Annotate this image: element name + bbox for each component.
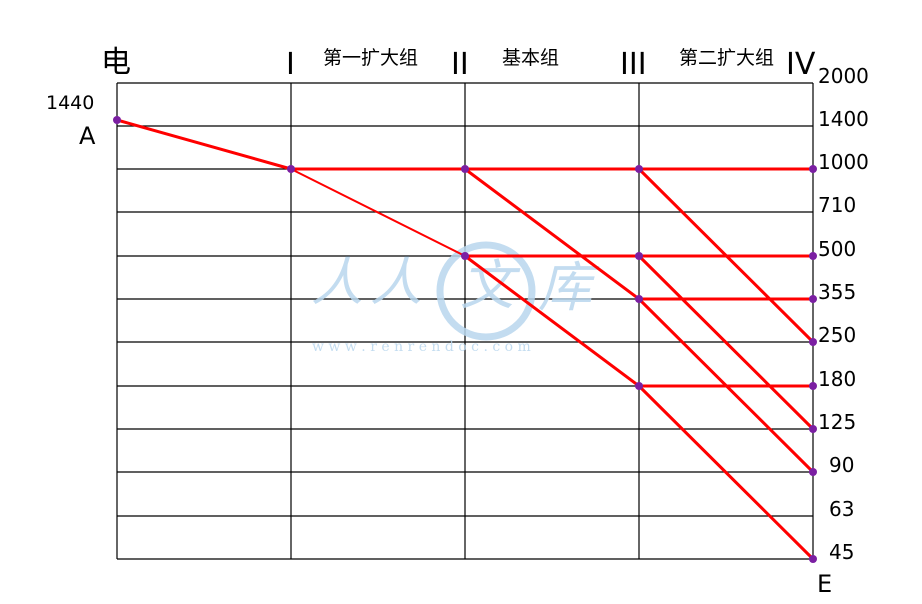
watermark: 人 人 文 库 w w w . r e n r e n d o c . c o … bbox=[311, 241, 600, 355]
watermark-char-2: 人 bbox=[370, 253, 422, 313]
source-point-label: A bbox=[79, 122, 96, 150]
node bbox=[461, 252, 469, 260]
shaft-label-iii: III bbox=[620, 47, 647, 82]
ratio-line-a-1 bbox=[115, 118, 293, 171]
node bbox=[809, 295, 817, 303]
speed-label: 45 bbox=[829, 540, 854, 564]
speed-label: 1000 bbox=[818, 150, 869, 174]
ratio-line-3-500-to-125 bbox=[637, 254, 815, 431]
speed-label: 355 bbox=[818, 280, 856, 304]
speed-label: 125 bbox=[818, 410, 856, 434]
speed-label: 63 bbox=[829, 497, 854, 521]
speed-label: 180 bbox=[818, 367, 856, 391]
node-a bbox=[113, 116, 121, 124]
node-e bbox=[809, 555, 817, 563]
speed-label: 500 bbox=[818, 237, 856, 261]
node bbox=[635, 295, 643, 303]
speed-label: 2000 bbox=[818, 64, 869, 88]
ratio-line-3-355-to-90 bbox=[637, 297, 815, 474]
speed-label: 90 bbox=[829, 453, 854, 477]
speed-label: 1400 bbox=[818, 107, 869, 131]
motor-label: 电 bbox=[101, 45, 131, 80]
node bbox=[461, 165, 469, 173]
ratio-line-2-1000-to-3-355 bbox=[463, 167, 641, 301]
ratio-line-2-500-to-3-180 bbox=[463, 254, 641, 388]
grid bbox=[116, 82, 814, 560]
ratio-line-3-180-to-45 bbox=[637, 384, 815, 561]
watermark-char-4: 库 bbox=[538, 256, 600, 319]
group-label-3: 第二扩大组 bbox=[679, 47, 774, 69]
group-label-1: 第一扩大组 bbox=[323, 47, 418, 69]
speed-label: 710 bbox=[818, 193, 856, 217]
node bbox=[635, 382, 643, 390]
shaft-label-iv: IV bbox=[786, 47, 816, 82]
shaft-label-ii: II bbox=[451, 47, 469, 82]
node bbox=[809, 165, 817, 173]
node bbox=[809, 252, 817, 260]
watermark-char-3: 文 bbox=[460, 254, 521, 317]
header: 电 I 第一扩大组 II 基本组 III 第二扩大组 IV bbox=[101, 45, 816, 82]
speed-labels: 2000 1400 1000 710 500 355 250 180 125 9… bbox=[818, 64, 869, 564]
end-point-label: E bbox=[817, 570, 832, 598]
transmission-lines bbox=[115, 118, 815, 561]
watermark-circle-icon bbox=[436, 241, 536, 341]
node bbox=[635, 252, 643, 260]
speed-nodes bbox=[113, 116, 817, 563]
ratio-line-3-1000-to-250 bbox=[637, 167, 815, 344]
node bbox=[287, 165, 295, 173]
speed-label: 250 bbox=[818, 323, 856, 347]
node bbox=[809, 338, 817, 346]
node bbox=[809, 425, 817, 433]
watermark-char-1: 人 bbox=[311, 253, 363, 313]
node bbox=[809, 468, 817, 476]
node bbox=[635, 165, 643, 173]
watermark-url: w w w . r e n r e n d o c . c o m bbox=[312, 339, 531, 355]
group-label-2: 基本组 bbox=[502, 47, 559, 69]
source-speed: 1440 bbox=[46, 92, 94, 114]
node bbox=[809, 382, 817, 390]
ratio-line-1-500 bbox=[290, 168, 466, 257]
shaft-label-i: I bbox=[286, 47, 295, 82]
